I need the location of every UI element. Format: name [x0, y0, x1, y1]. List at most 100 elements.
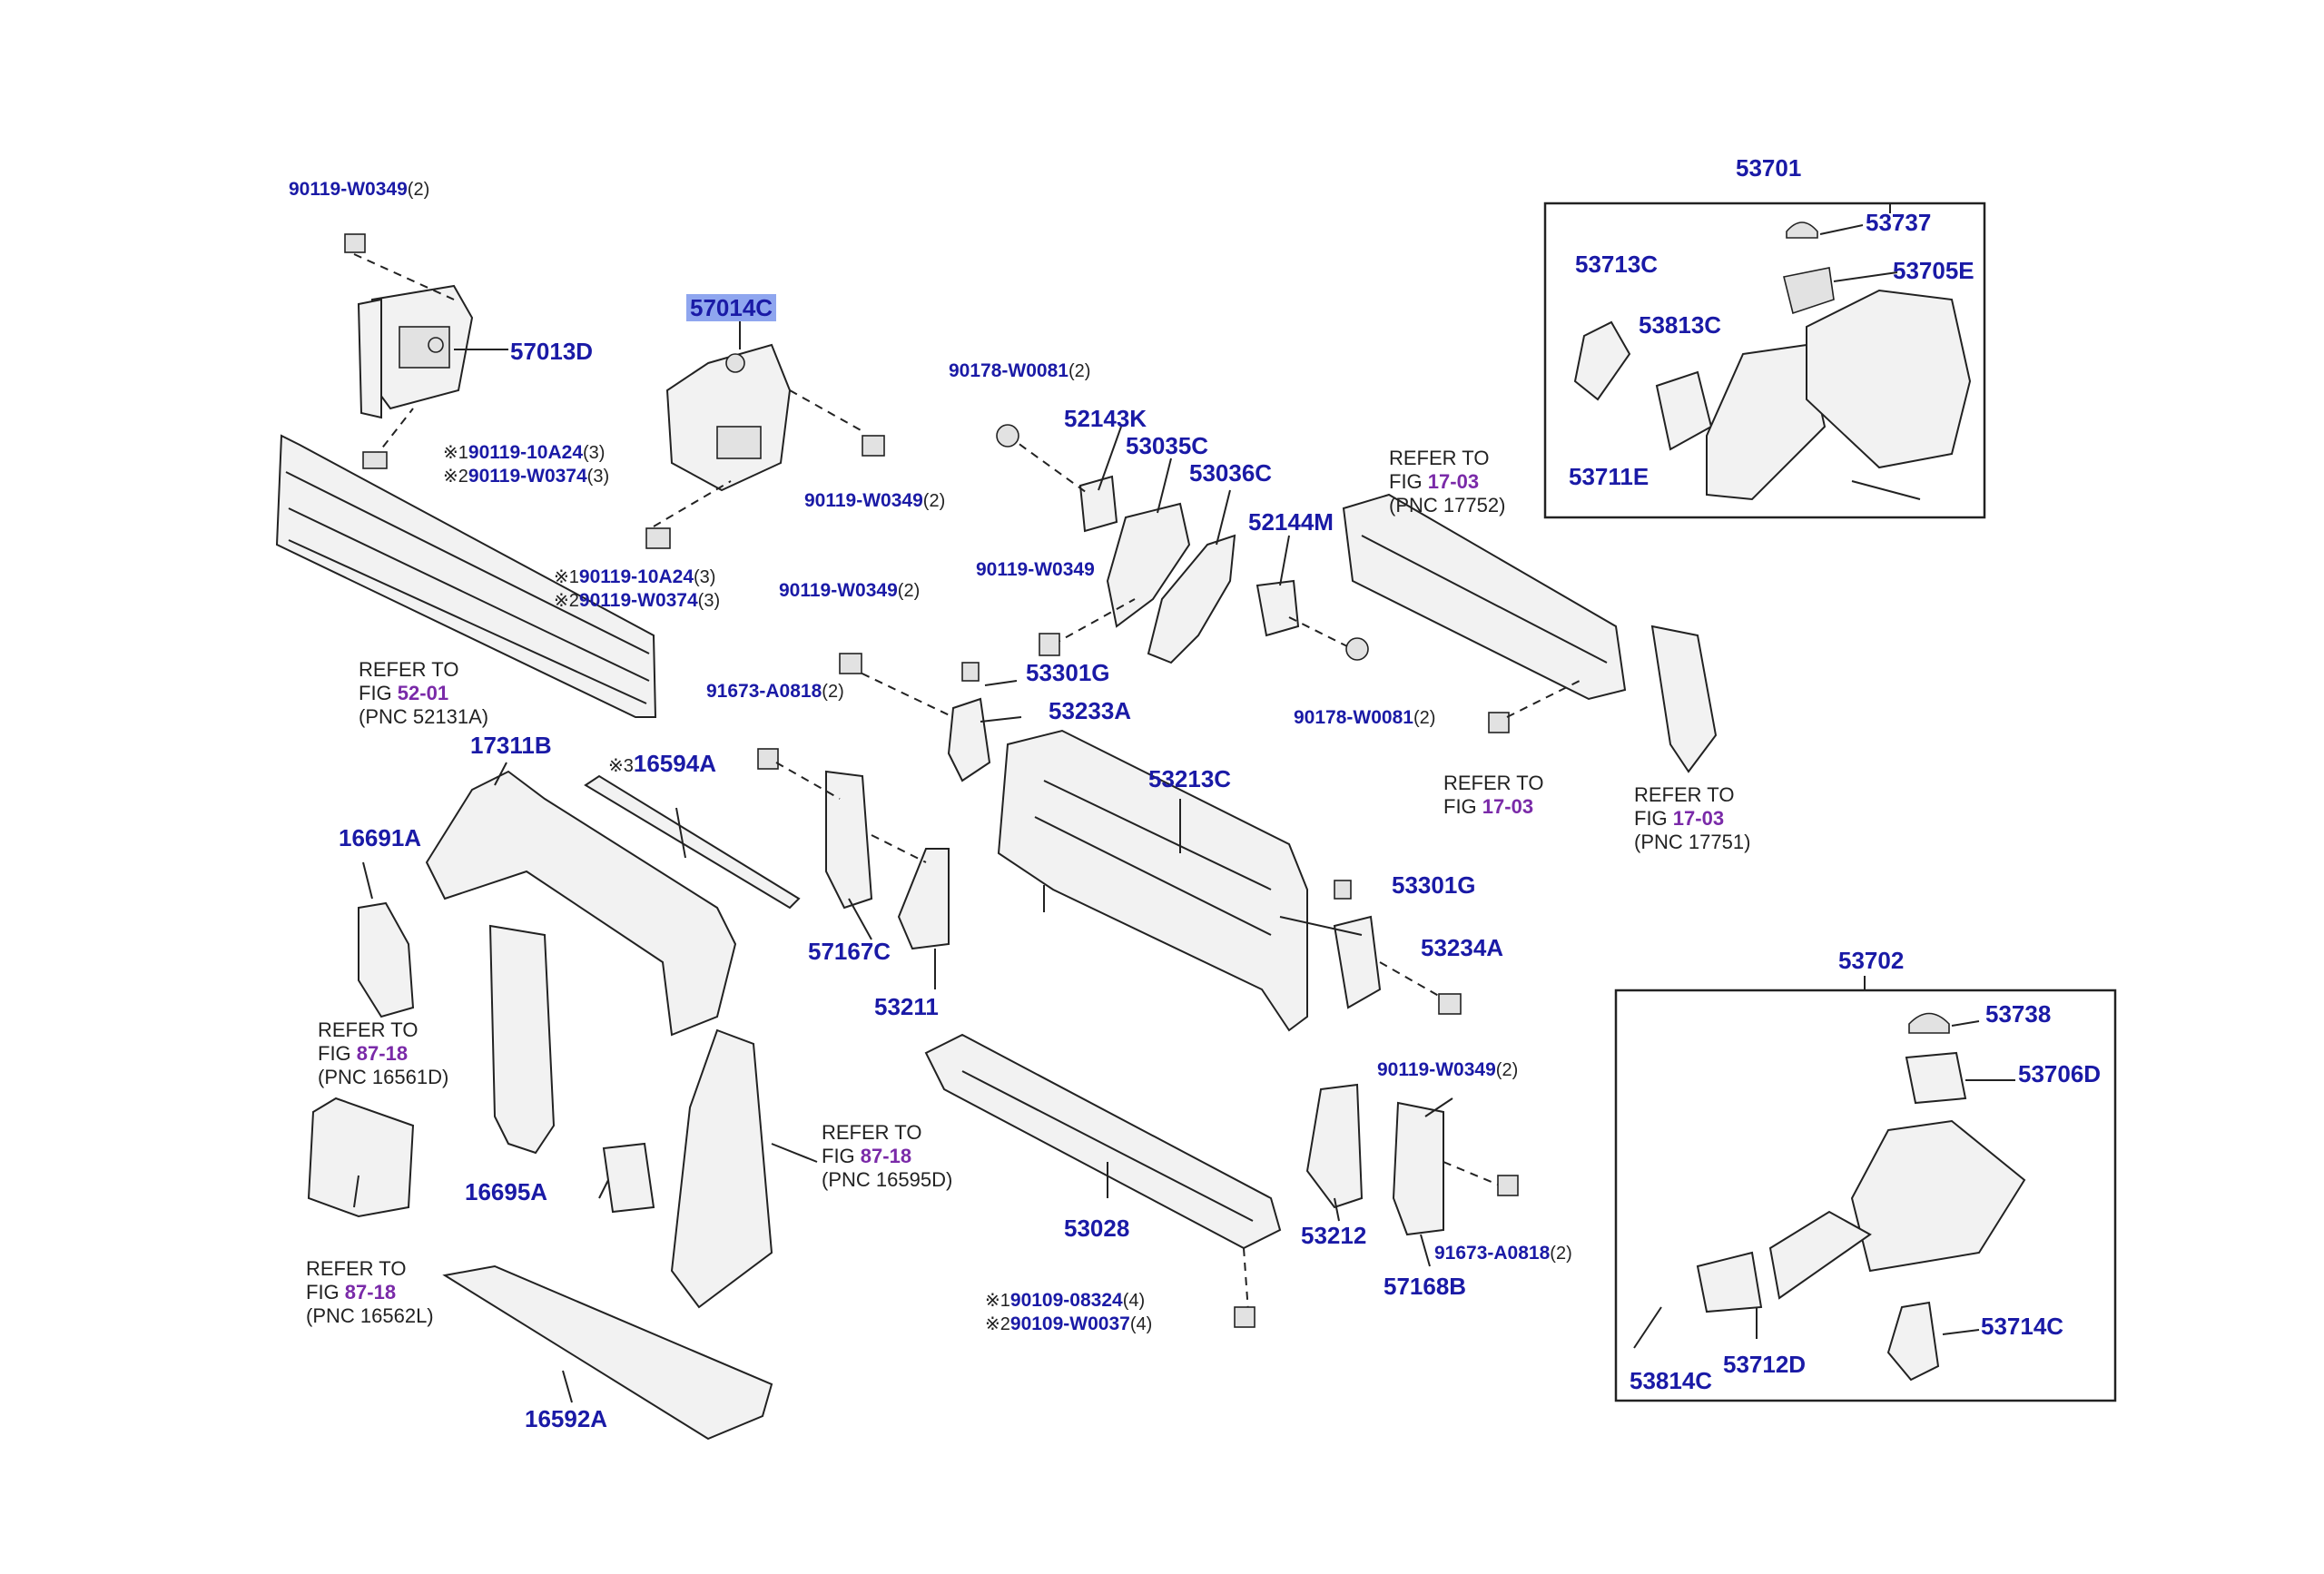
label-90178-W0081-top[interactable]: 90178-W0081(2) — [949, 360, 1091, 381]
fig-link-17-03[interactable]: 17-03 — [1427, 470, 1480, 493]
bolt-shape — [1497, 1175, 1519, 1196]
label-57014C[interactable]: 57014C — [686, 294, 777, 321]
label-90119-W0374-b[interactable]: ※290119-W0374(3) — [554, 590, 721, 611]
part-53233A-shape — [947, 697, 991, 782]
label-53714C[interactable]: 53714C — [1981, 1313, 2064, 1340]
bolt-shape — [862, 435, 885, 457]
label-53737[interactable]: 53737 — [1866, 209, 1932, 236]
label-17311B[interactable]: 17311B — [470, 732, 552, 759]
label-53213C[interactable]: 53213C — [1148, 765, 1232, 792]
refer-pnc-16595D: REFER TO FIG 87-18 (PNC 16595D) — [822, 1121, 953, 1191]
label-53234A[interactable]: 53234A — [1421, 934, 1504, 961]
duct-16595D-shape — [670, 1028, 773, 1309]
label-57013D[interactable]: 57013D — [510, 338, 594, 365]
label-90119-10A24-b[interactable]: ※190119-10A24(3) — [554, 566, 716, 587]
refer-fig-17-03: REFER TO FIG 17-03 — [1443, 772, 1544, 818]
label-53233A[interactable]: 53233A — [1049, 697, 1132, 724]
part-17751-shape — [1650, 625, 1718, 773]
refer-pnc-16561D: REFER TO FIG 87-18 (PNC 16561D) — [318, 1018, 449, 1088]
label-91673-A0818-left[interactable]: 91673-A0818(2) — [706, 681, 844, 702]
part-53213C-shape — [997, 729, 1308, 1032]
part-57168B-shape — [1392, 1101, 1444, 1236]
refer-pnc-17752: REFER TO FIG 17-03 (PNC 17752) — [1389, 447, 1506, 516]
bolt-shape — [839, 653, 862, 674]
fig-link-52-01[interactable]: 52-01 — [397, 682, 449, 704]
label-90119-W0349-top[interactable]: 90119-W0349(2) — [289, 179, 430, 200]
fig-link-17-03[interactable]: 17-03 — [1482, 795, 1534, 818]
bolt-shape — [757, 748, 779, 770]
label-53702[interactable]: 53702 — [1838, 947, 1905, 974]
bumper-reinforcement-shape — [275, 434, 657, 718]
bolt-shape — [1334, 880, 1352, 900]
part-53211-shape — [897, 848, 950, 950]
fig-link-17-03[interactable]: 17-03 — [1672, 807, 1725, 830]
label-53301G-bot[interactable]: 53301G — [1392, 871, 1476, 899]
group-53701-parts — [1573, 221, 1972, 501]
reinforcement-17752-shape — [1342, 493, 1627, 701]
label-90119-10A24-a[interactable]: ※190119-10A24(3) — [443, 442, 606, 463]
label-90119-W0349-right[interactable]: 90119-W0349(2) — [1377, 1059, 1519, 1080]
label-57168B[interactable]: 57168B — [1384, 1273, 1467, 1300]
part-53028-shape — [924, 1033, 1282, 1250]
group-box-53701 — [1543, 202, 1986, 519]
fig-link-87-18[interactable]: 87-18 — [356, 1042, 409, 1065]
label-90119-W0349-left[interactable]: 90119-W0349(2) — [779, 580, 921, 601]
label-53701[interactable]: 53701 — [1736, 154, 1802, 182]
label-53713C[interactable]: 53713C — [1575, 251, 1659, 278]
refer-pnc-52131A: REFER TO FIG 52-01 (PNC 52131A) — [359, 658, 489, 728]
part-57013D-shape — [357, 284, 474, 419]
label-57167C[interactable]: 57167C — [808, 938, 891, 965]
part-53036C-shape — [1147, 534, 1236, 664]
part-16592A-shape — [442, 1264, 773, 1441]
label-53036C[interactable]: 53036C — [1189, 459, 1273, 487]
nut-shape — [1345, 637, 1369, 661]
part-52144M-shape — [1256, 579, 1300, 637]
label-53813C[interactable]: 53813C — [1639, 311, 1722, 339]
bolt-shape — [1039, 633, 1060, 656]
part-16594A-shape — [584, 774, 801, 910]
part-16691A-shape — [358, 901, 415, 1018]
part-53212-shape — [1305, 1083, 1364, 1209]
refer-pnc-17751: REFER TO FIG 17-03 (PNC 17751) — [1634, 783, 1751, 853]
label-91673-A0818-right[interactable]: 91673-A0818(2) — [1434, 1243, 1572, 1264]
part-52143K-shape — [1078, 475, 1118, 533]
bolt-shape — [1488, 712, 1510, 733]
label-53212[interactable]: 53212 — [1301, 1222, 1367, 1249]
label-53301G-top[interactable]: 53301G — [1026, 659, 1110, 686]
label-90119-W0349-mid[interactable]: 90119-W0349 — [976, 559, 1095, 580]
label-53712D[interactable]: 53712D — [1723, 1351, 1807, 1378]
label-53706D[interactable]: 53706D — [2018, 1060, 2102, 1087]
label-16594A[interactable]: ※316594A — [608, 750, 716, 777]
label-90109-08324[interactable]: ※190109-08324(4) — [985, 1290, 1146, 1311]
bolt-shape — [1438, 993, 1462, 1015]
part-57014C-shape — [665, 343, 792, 492]
label-90109-W0037[interactable]: ※290109-W0037(4) — [985, 1313, 1153, 1334]
part-53234A-shape — [1333, 915, 1382, 1009]
fig-link-87-18[interactable]: 87-18 — [860, 1145, 912, 1167]
part-16695A-shape — [602, 1142, 655, 1214]
fig-link-87-18[interactable]: 87-18 — [344, 1281, 397, 1303]
label-52143K[interactable]: 52143K — [1064, 405, 1147, 432]
part-57167C-shape — [825, 770, 873, 910]
label-53028[interactable]: 53028 — [1064, 1215, 1130, 1242]
label-16592A[interactable]: 16592A — [525, 1405, 608, 1432]
label-16691A[interactable]: 16691A — [339, 824, 422, 851]
duct-16561D-shape — [488, 924, 556, 1155]
label-52144M[interactable]: 52144M — [1248, 508, 1334, 536]
label-90119-W0349-b3[interactable]: 90119-W0349(2) — [804, 490, 946, 511]
label-53814C[interactable]: 53814C — [1630, 1367, 1713, 1394]
bolt-shape — [645, 527, 671, 549]
label-90178-W0081-right[interactable]: 90178-W0081(2) — [1294, 707, 1436, 728]
label-53035C[interactable]: 53035C — [1126, 432, 1209, 459]
label-16695A[interactable]: 16695A — [465, 1178, 548, 1205]
label-53211[interactable]: 53211 — [874, 993, 939, 1020]
bolt-shape — [961, 662, 980, 682]
label-53711E[interactable]: 53711E — [1569, 463, 1649, 490]
bolt-shape — [344, 233, 388, 469]
label-90119-W0374-a[interactable]: ※290119-W0374(3) — [443, 466, 610, 487]
refer-pnc-16562L: REFER TO FIG 87-18 (PNC 16562L) — [306, 1257, 434, 1327]
label-53705E[interactable]: 53705E — [1893, 257, 1974, 284]
label-53738[interactable]: 53738 — [1985, 1000, 2052, 1028]
